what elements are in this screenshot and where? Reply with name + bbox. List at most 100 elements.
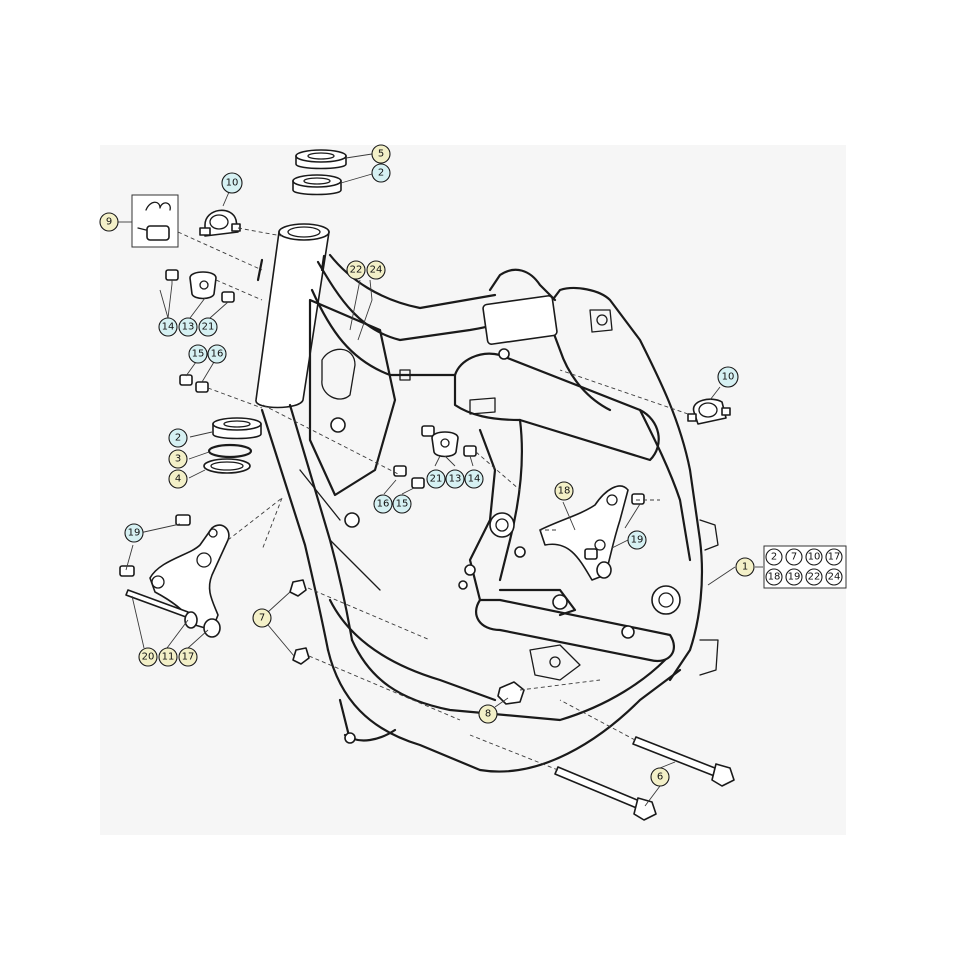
callout-24-circle [366,260,386,280]
callout-2-top-circle [371,163,391,183]
callout-10-left-label: 10 [226,178,239,189]
callout-24: 24 [366,260,386,280]
cable-clamp-left [199,209,241,237]
callout-5-label: 5 [378,149,384,160]
callout-19-left: 19 [124,523,144,543]
callout-16-center: 16 [373,494,393,514]
callout-16-center-label: 16 [377,499,390,510]
callout-13-center: 13 [445,469,465,489]
engine-mount-hardware-center [393,425,477,489]
cable-clamp-right [687,398,731,425]
diagram-panel [100,145,846,835]
callout-5: 5 [371,144,391,164]
callout-2-top: 2 [371,163,391,183]
callout-19-right: 19 [627,530,647,550]
callout-10-left-circle [221,172,243,194]
callout-9-label: 9 [106,217,112,228]
callout-17-circle [178,647,198,667]
callout-3-label: 3 [175,454,181,465]
kit-item-2: 2 [765,548,783,566]
callout-18: 18 [554,481,574,501]
callout-4-circle [168,469,188,489]
callout-21-left-circle [198,317,218,337]
kit-item-17-label: 17 [828,552,841,563]
callout-15-left: 15 [188,344,208,364]
callout-20-label: 20 [142,652,155,663]
kit-item-18-label: 18 [768,572,781,583]
kit-item-24: 24 [825,568,843,586]
engine-bracket-right [539,485,645,581]
leader-lines [118,153,763,807]
callout-13-center-circle [445,469,465,489]
kit-item-2-label: 2 [771,552,777,563]
callout-18-circle [554,481,574,501]
main-frame [255,223,719,773]
callout-14-left: 14 [158,317,178,337]
callout-10-right-label: 10 [722,372,735,383]
callout-17-label: 17 [182,652,195,663]
callout-11: 11 [158,647,178,667]
callout-14-center-circle [464,469,484,489]
callout-7-label: 7 [259,613,265,624]
callout-21-left: 21 [198,317,218,337]
callout-24-label: 24 [370,265,383,276]
callout-8-circle [478,704,498,724]
callout-8: 8 [478,704,498,724]
callout-11-circle [158,647,178,667]
callout-15-center: 15 [392,494,412,514]
kit-item-19: 19 [785,568,803,586]
callout-9: 9 [99,212,119,232]
callout-21-left-label: 21 [202,322,215,333]
kit-item-18: 18 [765,568,783,586]
engine-bracket-left [119,514,230,638]
callout-4-label: 4 [175,474,181,485]
callout-7: 7 [252,608,272,628]
callout-20-circle [138,647,158,667]
callout-5-circle [371,144,391,164]
callout-19-left-circle [124,523,144,543]
callout-3-circle [168,449,188,469]
callout-13-left-circle [178,317,198,337]
kit-item-7: 7 [785,548,803,566]
callout-21-center-circle [426,469,446,489]
callout-16-left: 16 [207,344,227,364]
callout-22-label: 22 [350,265,363,276]
callout-16-left-label: 16 [211,349,224,360]
kit-item-10-label: 10 [808,552,821,563]
callout-19-right-circle [627,530,647,550]
callout-20: 20 [138,647,158,667]
callout-13-left: 13 [178,317,198,337]
callout-2-top-label: 2 [378,168,384,179]
callout-6-label: 6 [657,772,663,783]
callout-3: 3 [168,449,188,469]
callout-15-left-label: 15 [192,349,205,360]
callout-14-left-label: 14 [162,322,175,333]
callout-10-right-circle [717,366,739,388]
callout-19-left-label: 19 [128,528,141,539]
kit-contents-box: 2 7 10 17 18 19 22 24 [763,545,847,589]
bearing-bottom-parts [203,417,262,474]
callout-16-center-circle [373,494,393,514]
part-9-kit [131,194,179,248]
bolts-6 [554,736,735,821]
kit-item-17: 17 [825,548,843,566]
callout-4: 4 [168,469,188,489]
callout-1-label: 1 [742,562,748,573]
callout-6: 6 [650,767,670,787]
callout-1-circle [735,557,755,577]
bearing-top-parts [292,149,347,196]
nuts-7 [289,579,310,665]
callout-7-circle [252,608,272,628]
kit-item-10: 10 [805,548,823,566]
callout-13-center-label: 13 [449,474,462,485]
kit-item-22-label: 22 [808,572,821,583]
callout-2-bottom-label: 2 [175,433,181,444]
callout-2-bottom: 2 [168,428,188,448]
callout-1: 1 [735,557,755,577]
callout-10-right: 10 [717,366,739,388]
nut-8 [497,681,525,705]
callout-14-left-circle [158,317,178,337]
kit-item-24-label: 24 [828,572,841,583]
